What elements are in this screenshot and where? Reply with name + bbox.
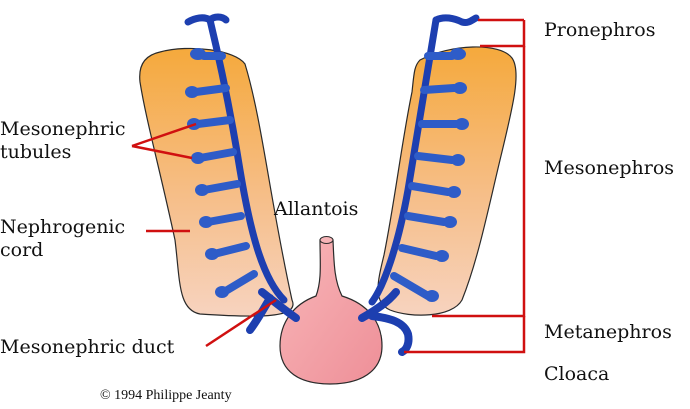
- allantois-label: Allantois: [274, 198, 359, 220]
- right-duct-to-cloaca: [358, 288, 413, 356]
- mesonephric-tubules-label-line1: Mesonephric: [0, 118, 126, 140]
- mesonephric-duct-pointer: [205, 298, 277, 348]
- cloaca-label: Cloaca: [544, 363, 610, 385]
- right-pronephros-tip: [432, 14, 480, 26]
- nephrogenic-cord-label-line1: Nephrogenic: [0, 216, 126, 238]
- left-pronephros-tip: [184, 13, 230, 26]
- metanephros-label: Metanephros: [544, 321, 672, 343]
- mesonephros-label: Mesonephros: [544, 157, 675, 179]
- mesonephric-tubules-pointer-2: [131, 144, 193, 160]
- right-mesonephric-tubules: [390, 52, 460, 300]
- mesonephric-duct-label: Mesonephric duct: [0, 336, 175, 358]
- mesonephric-tubules-pointer-1: [131, 122, 197, 148]
- pronephros-bracket: [480, 20, 526, 48]
- metanephros-bracket: [404, 316, 526, 354]
- left-mesonephric-duct: [206, 16, 288, 304]
- allantois-opening: [319, 236, 334, 244]
- pointer-lines: [131, 18, 526, 354]
- right-tubule-ends: [425, 48, 469, 302]
- nephrogenic-cord-label-line2: cord: [0, 239, 44, 261]
- allantois-cloaca: [279, 239, 383, 385]
- pronephros-label: Pronephros: [544, 19, 656, 41]
- mesonephric-tubules-label-line2: tubules: [0, 141, 72, 163]
- left-duct-to-cloaca: [246, 288, 300, 334]
- left-mesonephric-tubules: [192, 52, 258, 296]
- copyright-notice: © 1994 Philippe Jeanty: [100, 388, 232, 403]
